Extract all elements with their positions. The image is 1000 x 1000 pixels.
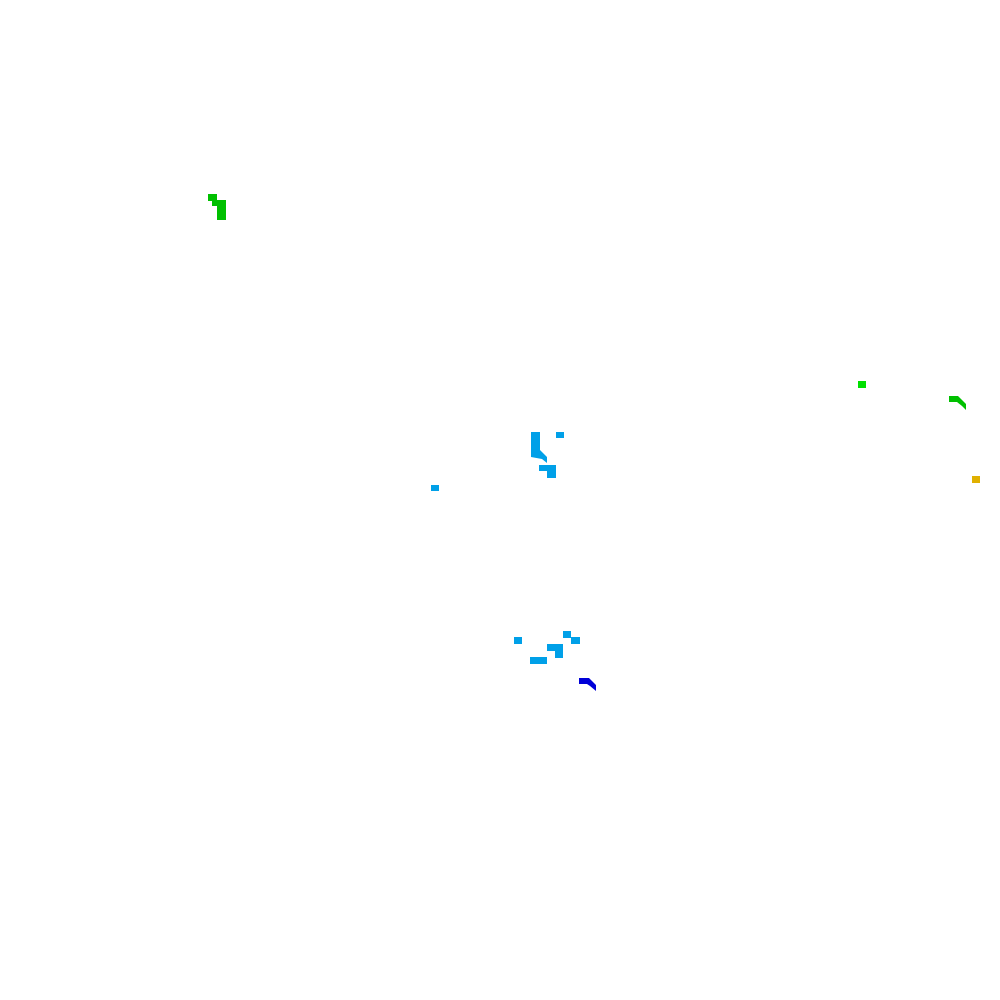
pixel-block [208,194,217,201]
pixel-block [217,200,226,220]
sky-blue-cluster-lower [514,631,580,664]
pixel-block [431,485,439,491]
pixel-block [547,644,563,651]
sky-blue-cluster-center [531,432,564,478]
pixel-block [858,381,866,388]
green-cluster-upper-left [208,194,226,220]
pixel-block [547,465,556,478]
blue-arc-lower [579,678,596,691]
pixel-block [571,637,580,644]
pixel-block [531,450,547,463]
pixel-block [555,650,563,658]
arc-stroke [579,678,596,691]
pixel-block [539,465,549,471]
pixel-block [972,476,980,483]
arc-stroke [949,396,966,410]
amber-dot-right [972,476,980,483]
green-arc-right [949,396,966,410]
pixel-block [563,631,571,638]
pixel-block [556,432,564,438]
pixel-block [531,432,540,452]
bright-green-dot-right [858,381,866,388]
sky-blue-dot-center-left [431,485,439,491]
pixel-block [530,657,547,664]
pixel-block [514,637,522,644]
pixel-block [212,200,219,206]
